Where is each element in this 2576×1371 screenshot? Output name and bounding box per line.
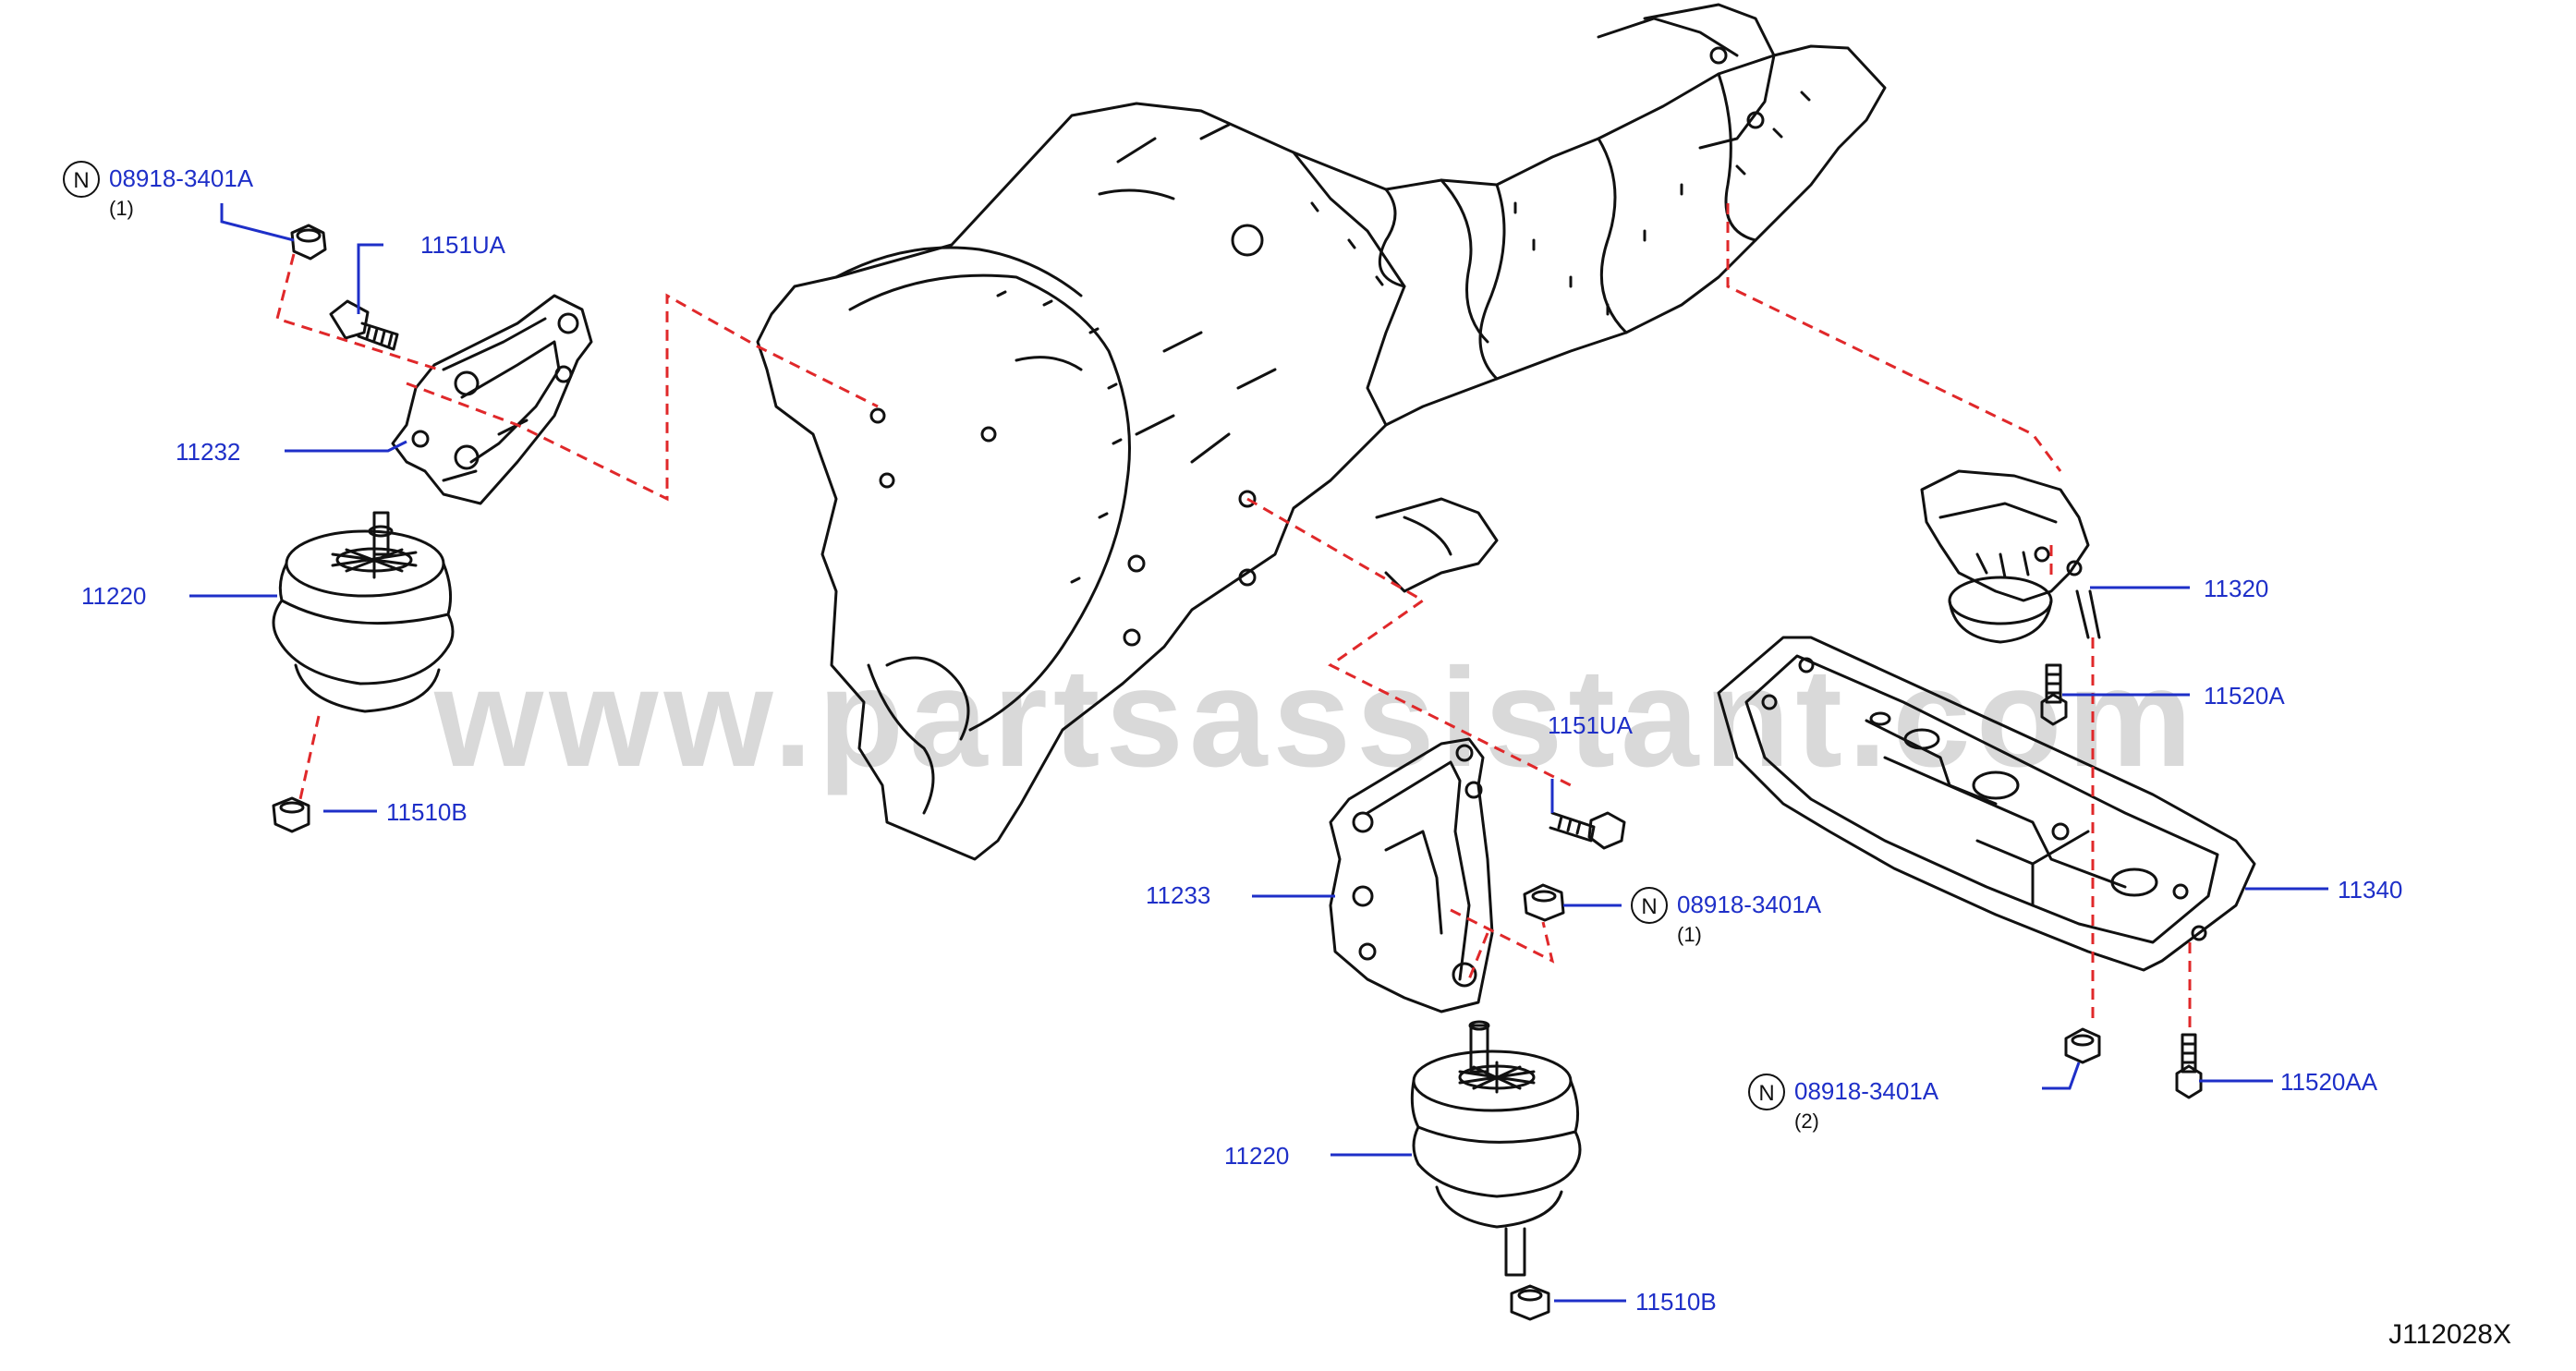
- label-left-lower-nut[interactable]: 11510B: [386, 798, 468, 826]
- new-part-badge-right: N: [1631, 887, 1668, 924]
- label-upper-left-bolt[interactable]: 1151UA: [420, 231, 506, 259]
- engine-transmission-assembly: [756, 3, 1887, 861]
- left-bracket-part: [391, 294, 593, 505]
- qty-crossmember-nut: (2): [1794, 1110, 1819, 1133]
- label-rear-bolt[interactable]: 11520A: [2204, 682, 2285, 710]
- label-right-lower-nut[interactable]: 11510B: [1635, 1288, 1717, 1316]
- crossmember-part: [1717, 636, 2256, 972]
- leader-lines: [189, 203, 2328, 1303]
- crossmember-bolt-part: [2175, 1033, 2203, 1099]
- left-lower-nut-part: [272, 796, 310, 833]
- qty-right-nut: (1): [1677, 923, 1702, 946]
- label-left-insulator[interactable]: 11220: [81, 582, 147, 610]
- label-crossmember[interactable]: 11340: [2338, 876, 2403, 904]
- label-crossmember-bolt[interactable]: 11520AA: [2280, 1068, 2378, 1096]
- label-crossmember-nut[interactable]: 08918-3401A: [1794, 1077, 1939, 1105]
- upper-left-nut-part: [290, 224, 327, 261]
- new-part-badge-crossmember: N: [1748, 1074, 1785, 1110]
- crossmember-nut-part: [2064, 1027, 2101, 1064]
- label-right-nut[interactable]: 08918-3401A: [1677, 891, 1822, 918]
- rear-insulator-part: [1920, 469, 2101, 644]
- right-lower-nut-part: [1510, 1284, 1550, 1321]
- label-upper-left-nut[interactable]: 08918-3401A: [109, 164, 254, 192]
- new-part-badge-upper-left: N: [63, 161, 100, 198]
- label-right-insulator[interactable]: 11220: [1224, 1142, 1290, 1170]
- assembly-lines: [275, 203, 2192, 1030]
- right-nut-part: [1523, 883, 1565, 922]
- right-insulator-part: [1410, 1020, 1582, 1277]
- label-rear-insulator[interactable]: 11320: [2204, 575, 2269, 602]
- watermark: www.partsassistant.com: [434, 639, 2198, 796]
- qty-upper-left-nut: (1): [109, 197, 134, 220]
- label-left-bracket[interactable]: 11232: [176, 438, 241, 466]
- diagram-code: J112028X: [2388, 1319, 2511, 1350]
- label-right-bolt[interactable]: 1151UA: [1548, 711, 1634, 739]
- right-bracket-part: [1329, 737, 1494, 1013]
- left-insulator-part: [272, 511, 455, 713]
- rear-bolt-part: [2040, 663, 2068, 726]
- label-right-bracket[interactable]: 11233: [1146, 881, 1211, 909]
- upper-left-bolt-part: [329, 299, 399, 351]
- right-bolt-part: [1549, 811, 1626, 850]
